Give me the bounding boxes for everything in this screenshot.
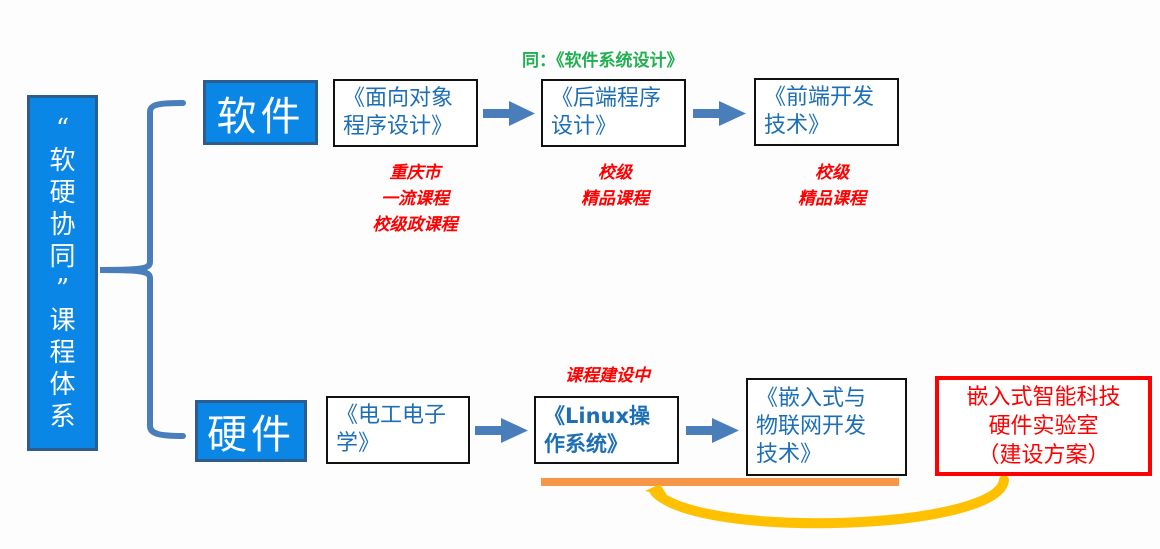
- arrow-backend-to-frontend: [693, 101, 746, 126]
- course-frontend: 《前端开发 技术》: [754, 78, 899, 146]
- course-system-title: “ 软 硬 协 同 ” 课 程 体 系: [27, 95, 98, 451]
- course-line: 技术》: [756, 442, 823, 467]
- course-line: 技术》: [764, 113, 831, 138]
- arrow-oop-to-backend: [483, 101, 535, 126]
- course-embedded-iot: 《嵌入式与 物联网开发 技术》: [746, 378, 907, 476]
- lab-line: 嵌入式智能科技: [966, 384, 1121, 410]
- category-hardware: 硬件: [195, 400, 307, 462]
- note-frontend: 校级 精品课程: [772, 160, 892, 212]
- lab-line: 硬件实验室: [988, 413, 1099, 439]
- note-line: 一流课程: [381, 189, 449, 209]
- note-linux: 课程建设中: [565, 366, 650, 386]
- title-char: 同: [49, 242, 76, 272]
- title-char: 体: [49, 370, 76, 400]
- course-line: 《后端程序: [551, 86, 662, 111]
- title-char: “: [55, 114, 70, 144]
- course-line: 《电工电子: [336, 403, 447, 428]
- note-backend: 校级 精品课程: [555, 160, 675, 212]
- arrow-elec-to-linux: [475, 418, 528, 443]
- brace-connector: [99, 100, 186, 439]
- course-line: 设计》: [551, 114, 618, 139]
- category-software: 软件: [203, 80, 318, 145]
- arrow-linux-to-embedded: [686, 418, 739, 443]
- course-line: 《面向对象: [343, 86, 454, 111]
- note-line: 精品课程: [581, 189, 649, 209]
- course-backend: 《后端程序 设计》: [541, 79, 686, 147]
- course-oop: 《面向对象 程序设计》: [333, 79, 478, 147]
- note-oop: 重庆市 一流课程 校级政课程: [350, 160, 480, 238]
- orange-bar: [541, 478, 899, 486]
- course-line: 《嵌入式与: [756, 386, 867, 411]
- title-char: 程: [49, 338, 76, 368]
- note-line: 校级: [598, 163, 632, 183]
- course-line: 《Linux操: [544, 404, 651, 428]
- course-line: 作系统》: [544, 432, 628, 456]
- title-char: 协: [49, 210, 76, 240]
- note-line: 校级政课程: [372, 215, 458, 235]
- title-char: 课: [49, 306, 76, 336]
- course-line: 物联网开发: [756, 414, 867, 439]
- lab-line: （建设方案）: [977, 442, 1110, 468]
- title-char: 系: [49, 402, 76, 432]
- yellow-curve-arrow: [650, 475, 1009, 529]
- course-linux: 《Linux操 作系统》: [534, 396, 679, 464]
- lab-plan-box: 嵌入式智能科技 硬件实验室 （建设方案）: [935, 376, 1152, 476]
- course-line: 《前端开发: [764, 85, 875, 110]
- course-line: 程序设计》: [343, 114, 454, 139]
- title-char: 硬: [49, 178, 76, 208]
- title-char: ”: [55, 274, 70, 304]
- same-as-note: 同：《软件系统设计》: [522, 51, 684, 71]
- title-char: 软: [49, 146, 76, 176]
- course-electronics: 《电工电子 学》: [326, 396, 470, 464]
- note-line: 校级: [815, 163, 849, 183]
- course-line: 学》: [336, 431, 381, 456]
- note-line: 精品课程: [798, 189, 866, 209]
- yellow-curve-arrowhead: [645, 484, 668, 497]
- note-line: 重庆市: [389, 163, 441, 183]
